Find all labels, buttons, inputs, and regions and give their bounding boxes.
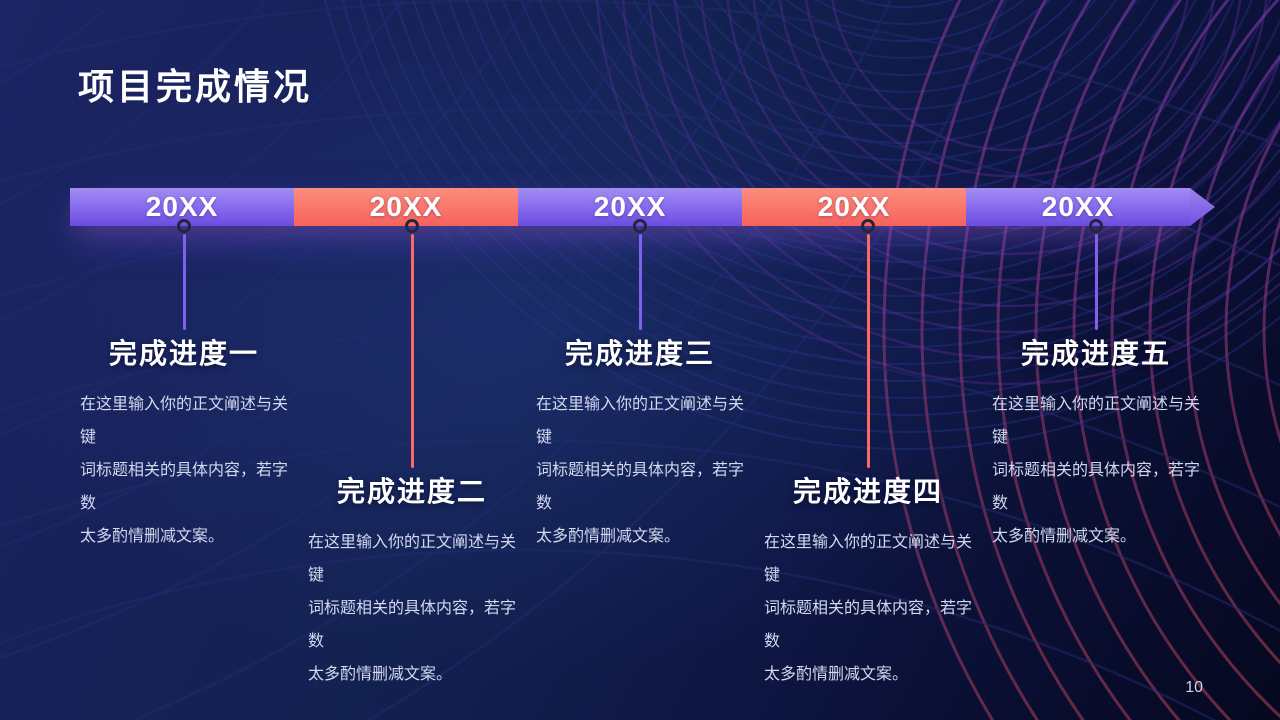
timeline-segment-3: 20XX — [518, 188, 742, 226]
milestone-1-dot — [177, 219, 191, 233]
milestone-3-connector-line — [638, 234, 642, 330]
timeline-bar: 20XX 20XX 20XX 20XX 20XX — [70, 188, 1190, 226]
segment-year-label: 20XX — [817, 191, 891, 222]
segment-year-label: 20XX — [1041, 191, 1115, 222]
milestone-4-connector-line — [866, 234, 870, 468]
milestone-1-connector-line — [182, 234, 186, 330]
milestone-1: 完成进度一 在这里输入你的正文阐述与关键 词标题相关的具体内容，若字数 太多酌情… — [80, 219, 289, 553]
milestone-2-connector-line — [410, 234, 414, 468]
page-title: 项目完成情况 — [78, 66, 313, 107]
milestone-body: 在这里输入你的正文阐述与关键 词标题相关的具体内容，若字数 太多酌情删减文案。 — [80, 396, 289, 545]
segment-year-label: 20XX — [369, 191, 443, 222]
milestone-5-dot — [1089, 219, 1103, 233]
timeline-segment-5: 20XX — [966, 188, 1190, 226]
milestone-3: 完成进度三 在这里输入你的正文阐述与关键 词标题相关的具体内容，若字数 太多酌情… — [536, 219, 745, 553]
milestone-title: 完成进度一 — [108, 338, 259, 369]
milestone-4-dot — [861, 219, 875, 233]
milestone-title: 完成进度三 — [564, 338, 715, 369]
milestone-2-dot — [405, 219, 419, 233]
milestone-5-connector-line — [1094, 234, 1098, 330]
timeline-arrow-icon — [1190, 188, 1215, 226]
milestone-4: 完成进度四 在这里输入你的正文阐述与关键 词标题相关的具体内容，若字数 太多酌情… — [764, 219, 973, 691]
timeline-segment-4: 20XX — [742, 188, 966, 226]
milestone-body: 在这里输入你的正文阐述与关键 词标题相关的具体内容，若字数 太多酌情删减文案。 — [764, 534, 973, 683]
milestone-5: 完成进度五 在这里输入你的正文阐述与关键 词标题相关的具体内容，若字数 太多酌情… — [992, 219, 1201, 553]
milestone-2: 完成进度二 在这里输入你的正文阐述与关键 词标题相关的具体内容，若字数 太多酌情… — [308, 219, 517, 691]
milestone-title: 完成进度二 — [336, 476, 487, 507]
milestone-3-dot — [633, 219, 647, 233]
segment-year-label: 20XX — [145, 191, 219, 222]
milestone-title: 完成进度五 — [1020, 338, 1171, 369]
timeline-segment-2: 20XX — [294, 188, 518, 226]
segment-year-label: 20XX — [593, 191, 667, 222]
page-number: 10 — [1185, 679, 1203, 696]
milestone-title: 完成进度四 — [792, 476, 943, 507]
milestone-body: 在这里输入你的正文阐述与关键 词标题相关的具体内容，若字数 太多酌情删减文案。 — [536, 396, 745, 545]
milestone-body: 在这里输入你的正文阐述与关键 词标题相关的具体内容，若字数 太多酌情删减文案。 — [992, 396, 1201, 545]
milestone-body: 在这里输入你的正文阐述与关键 词标题相关的具体内容，若字数 太多酌情删减文案。 — [308, 534, 517, 683]
